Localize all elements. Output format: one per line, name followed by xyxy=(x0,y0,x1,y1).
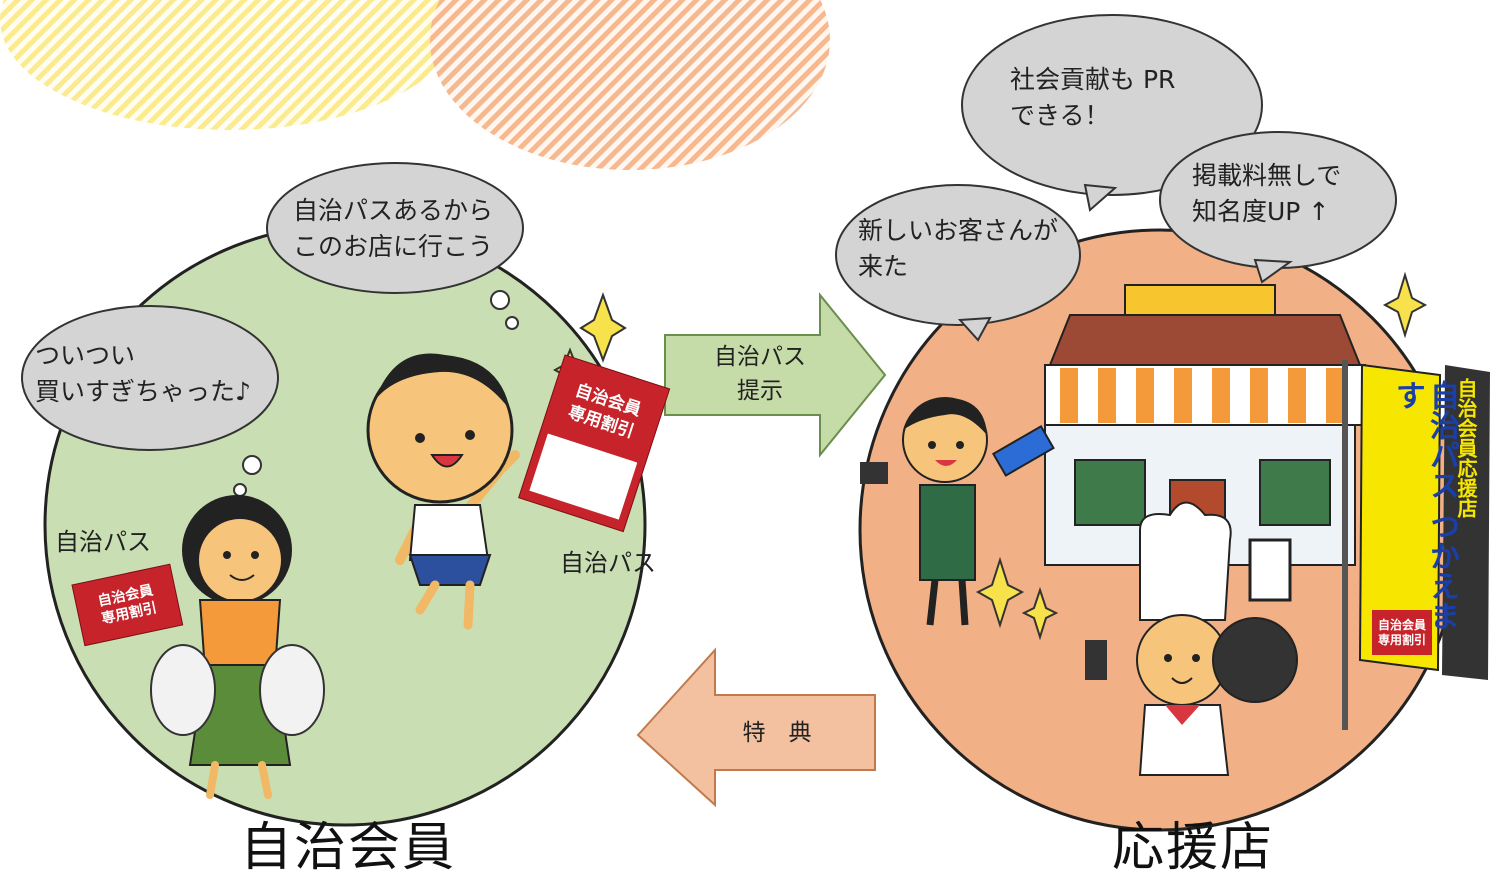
bubble-social-text: 社会貢献も PR できる！ xyxy=(1010,65,1176,130)
thought-bubble-icon xyxy=(490,290,510,310)
woman-figure xyxy=(150,495,325,799)
shop-title: 応援店 xyxy=(1112,818,1275,878)
pass-label-right: 自治パス xyxy=(560,549,656,577)
banner-side-text: 自治会員応援店 xyxy=(1454,378,1478,518)
bubble-boy xyxy=(266,162,524,294)
arrow-to-shop-text: 自治パス 提示 xyxy=(714,344,806,404)
deco-orange-blob xyxy=(430,0,830,170)
pass-card-large: 自治会員 専用割引 xyxy=(518,354,671,533)
pass-label-left: 自治パス xyxy=(55,528,151,556)
arrow-to-member-text: 特 典 xyxy=(742,720,812,746)
pass-card-icon: 自治会員 専用割引 xyxy=(71,563,184,647)
bubble-customer-text: 新しいお客さんが 来た xyxy=(858,216,1059,281)
arrow-to-shop xyxy=(664,292,887,458)
member-title: 自治会員 xyxy=(240,818,457,878)
chef-figure xyxy=(1085,501,1298,776)
boy-figure xyxy=(366,353,520,630)
bubble-woman-text: ついつい 買いすぎちゃった♪ xyxy=(35,341,251,406)
banner-main-text: 自治パス つかえます xyxy=(1390,380,1459,631)
bubble-customer xyxy=(835,184,1081,326)
bubble-social xyxy=(961,14,1263,196)
bubble-boy-text: 自治パスあるから このお店に行こう xyxy=(293,196,494,261)
shop-banner xyxy=(1342,360,1490,730)
clerk-figure xyxy=(860,397,1055,626)
arrow-to-member xyxy=(636,647,876,808)
deco-yellow-blob xyxy=(0,0,460,130)
banner-card-text: 自治会員 専用割引 xyxy=(1378,618,1427,647)
bubble-woman xyxy=(21,305,279,451)
bubble-fee-text: 掲載料無しで 知名度UP ↑ xyxy=(1192,161,1342,226)
sparkle-icon xyxy=(579,292,627,363)
